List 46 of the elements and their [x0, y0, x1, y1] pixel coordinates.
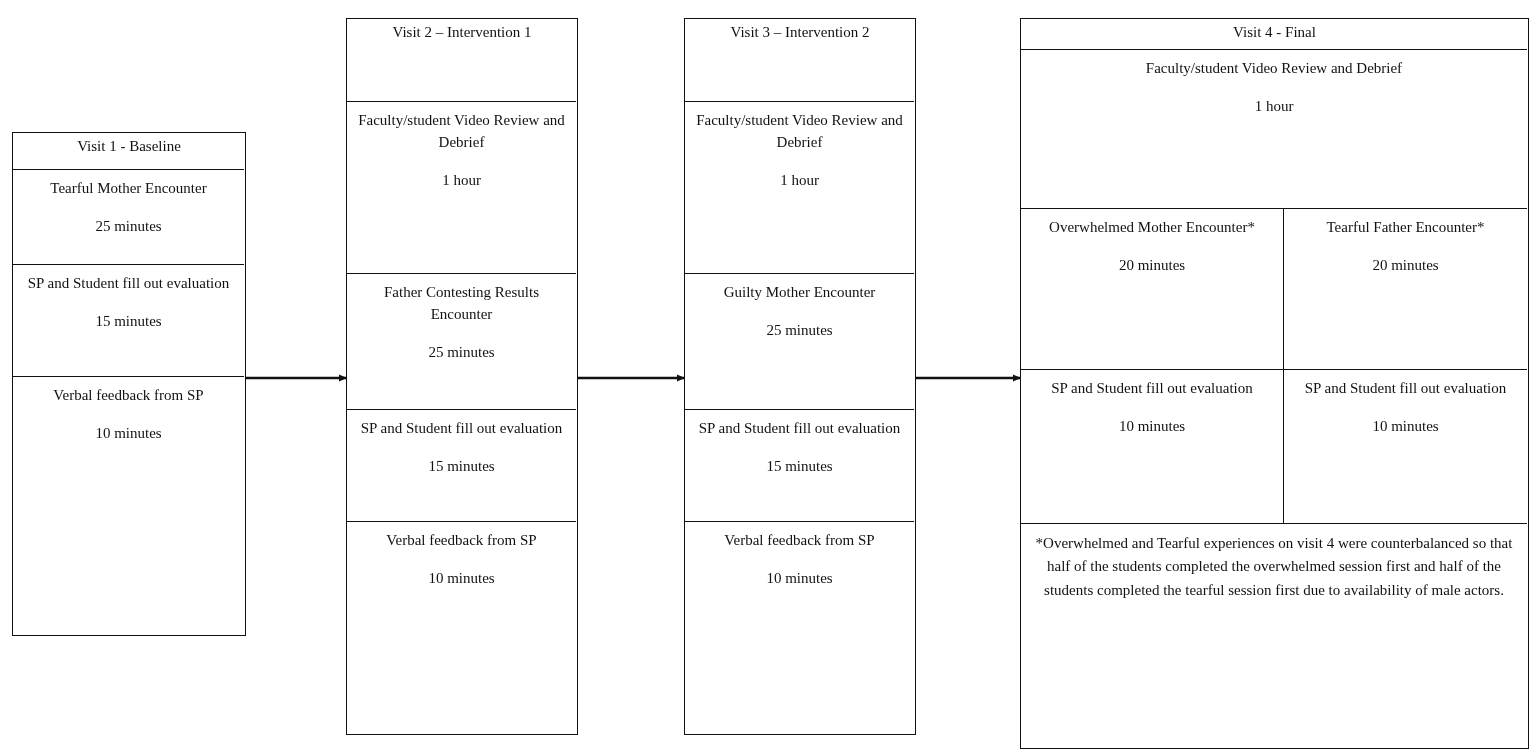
- activity-text: SP and Student fill out evaluation: [1050, 379, 1254, 398]
- visit-heading: Visit 2 – Intervention 1: [391, 23, 533, 42]
- duration-text: 25 minutes: [765, 320, 834, 340]
- duration-text: 10 minutes: [427, 568, 496, 588]
- activity-text: Verbal feedback from SP: [723, 531, 876, 550]
- visit-column: [684, 18, 916, 735]
- visit-column: [12, 132, 246, 636]
- duration-text: 15 minutes: [94, 311, 163, 331]
- visit-heading: Visit 4 - Final: [1232, 23, 1317, 42]
- duration-text: 25 minutes: [94, 216, 163, 236]
- activity-text: Father Contesting Results Encounter: [383, 283, 540, 324]
- duration-text: 20 minutes: [1117, 255, 1187, 275]
- activity-cell: [1283, 369, 1527, 523]
- arrow: [916, 374, 1021, 382]
- duration-text: 10 minutes: [1371, 416, 1440, 436]
- visit-column: [346, 18, 578, 735]
- duration-text: 20 minutes: [1371, 255, 1440, 275]
- activity-text: SP and Student fill out evaluation: [1303, 379, 1508, 398]
- activity-text: Guilty Mother Encounter: [722, 283, 877, 302]
- duration-text: 25 minutes: [427, 342, 496, 362]
- activity-text: Faculty/student Video Review and Debrief: [695, 111, 904, 152]
- duration-text: 10 minutes: [765, 568, 834, 588]
- activity-text: Tearful Father Encounter*: [1325, 218, 1486, 237]
- activity-text: SP and Student fill out evaluation: [26, 274, 231, 293]
- activity-cell: [1283, 208, 1527, 369]
- activity-text: Overwhelmed Mother Encounter*: [1048, 218, 1256, 237]
- footnote-text: *Overwhelmed and Tearful experiences on visit 4 were counterbalanced so that half of the students completed the overwhelmed session first and half of the students completed the tearful session first due to availability of male actors.: [1034, 534, 1514, 600]
- duration-text: 1 hour: [779, 170, 820, 190]
- arrow: [578, 374, 685, 382]
- activity-text: Faculty/student Video Review and Debrief: [357, 111, 566, 152]
- duration-text: 1 hour: [1253, 96, 1295, 116]
- duration-text: 10 minutes: [94, 423, 163, 443]
- activity-text: SP and Student fill out evaluation: [359, 419, 564, 438]
- duration-text: 15 minutes: [427, 456, 496, 476]
- activity-text: SP and Student fill out evaluation: [697, 419, 902, 438]
- activity-text: Tearful Mother Encounter: [49, 179, 208, 198]
- visit-column: [1020, 18, 1529, 749]
- visit-heading: Visit 1 - Baseline: [76, 137, 182, 156]
- duration-text: 15 minutes: [765, 456, 834, 476]
- duration-text: 10 minutes: [1117, 416, 1187, 436]
- visit-heading: Visit 3 – Intervention 2: [729, 23, 871, 42]
- activity-text: Verbal feedback from SP: [385, 531, 538, 550]
- arrow: [246, 374, 347, 382]
- activity-text: Verbal feedback from SP: [52, 386, 205, 405]
- duration-text: 1 hour: [441, 170, 482, 190]
- activity-text: Faculty/student Video Review and Debrief: [1144, 59, 1404, 78]
